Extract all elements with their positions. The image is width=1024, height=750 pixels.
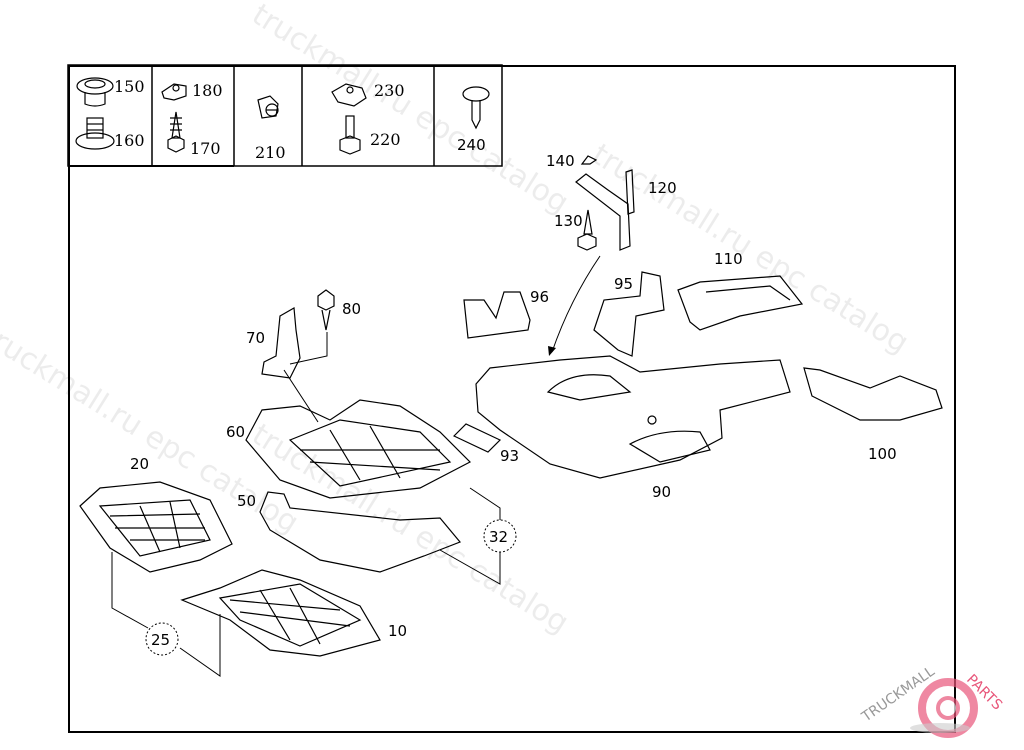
part-label-80: 80 xyxy=(342,300,361,318)
part-100-icon[interactable] xyxy=(803,367,943,421)
part-label-96: 96 xyxy=(530,288,549,306)
part-label-10: 10 xyxy=(388,622,407,640)
fastener-label: 240 xyxy=(457,136,486,154)
part-label-100: 100 xyxy=(868,445,897,463)
clip-nut-180-icon[interactable] xyxy=(161,83,187,101)
part-80-icon[interactable] xyxy=(317,289,335,331)
speed-nut-230-icon[interactable] xyxy=(331,83,367,107)
part-95-icon[interactable] xyxy=(593,271,665,357)
fastener-label: 160 xyxy=(114,131,145,150)
group-callout-25[interactable] xyxy=(145,622,179,656)
part-10-icon[interactable] xyxy=(180,569,381,657)
diagram-frame xyxy=(68,65,956,733)
group-label-25: 25 xyxy=(151,631,170,649)
fastener-label: 210 xyxy=(255,143,286,162)
part-label-130: 130 xyxy=(554,212,583,230)
part-label-93: 93 xyxy=(500,447,519,465)
part-140-icon[interactable] xyxy=(580,155,598,165)
fastener-label: 170 xyxy=(190,139,221,158)
fastener-table: 150 160 180 170 210 xyxy=(67,64,503,167)
fastener-label: 150 xyxy=(114,77,145,96)
part-20-icon[interactable] xyxy=(79,481,233,573)
group-callout-32[interactable] xyxy=(483,519,517,553)
rivet-240-icon[interactable] xyxy=(462,86,490,130)
bolt-220-icon[interactable] xyxy=(339,115,361,155)
fastener-label: 230 xyxy=(374,81,405,100)
part-label-110: 110 xyxy=(714,250,743,268)
screw-170-icon[interactable] xyxy=(167,111,185,153)
part-96-icon[interactable] xyxy=(463,291,531,339)
part-label-120: 120 xyxy=(648,179,677,197)
clip-160-icon[interactable] xyxy=(75,117,115,150)
clip-150-icon[interactable] xyxy=(76,77,114,107)
watermark: truckmall.ru epc catalog xyxy=(246,417,575,641)
part-110-icon[interactable] xyxy=(677,275,804,331)
part-label-140: 140 xyxy=(546,152,575,170)
part-50-icon[interactable] xyxy=(259,491,461,573)
part-93-icon[interactable] xyxy=(452,423,502,453)
part-90-icon[interactable] xyxy=(475,355,791,479)
part-label-95: 95 xyxy=(614,275,633,293)
part-70-icon[interactable] xyxy=(261,307,301,379)
part-label-70: 70 xyxy=(246,329,265,347)
part-label-50: 50 xyxy=(237,492,256,510)
group-label-32: 32 xyxy=(489,528,508,546)
truckmall-parts-logo: TRUCKMALL PARTS xyxy=(858,663,1005,738)
part-label-60: 60 xyxy=(226,423,245,441)
part-label-20: 20 xyxy=(130,455,149,473)
part-label-90: 90 xyxy=(652,483,671,501)
part-130-icon[interactable] xyxy=(577,209,597,251)
part-60-icon[interactable] xyxy=(245,399,472,499)
fastener-label: 220 xyxy=(370,130,401,149)
watermark: truckmall.ru epc catalog xyxy=(246,0,575,221)
part-120-icon[interactable] xyxy=(575,169,635,251)
plug-210-icon[interactable] xyxy=(257,95,279,119)
fastener-label: 180 xyxy=(192,81,223,100)
